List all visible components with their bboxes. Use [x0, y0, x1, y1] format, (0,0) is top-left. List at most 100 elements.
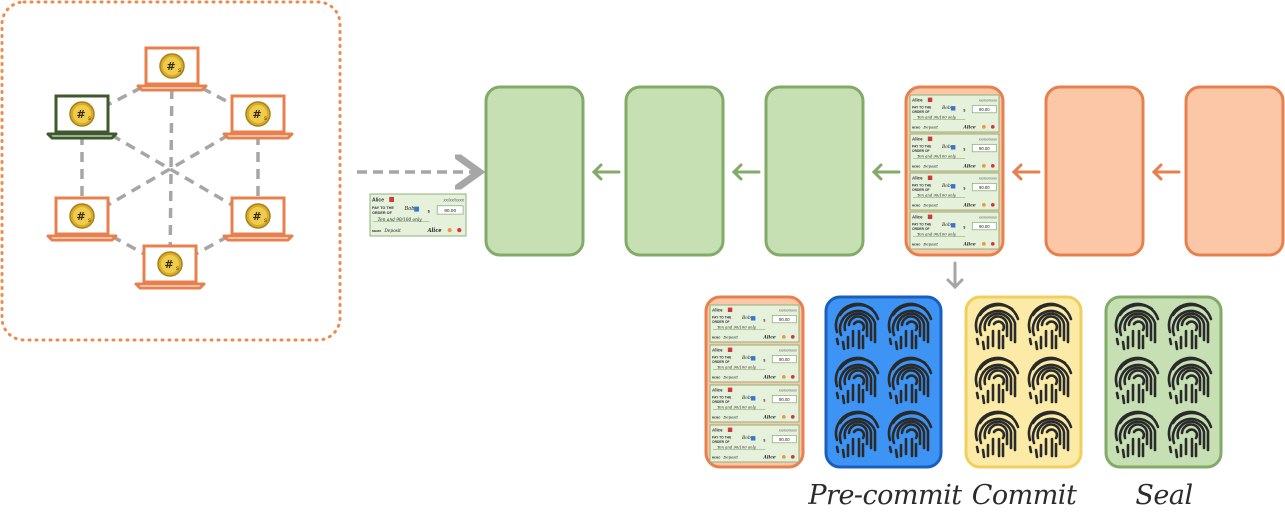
check-signature: Alice: [962, 203, 976, 208]
key-icon: [782, 454, 786, 459]
check-memo-label: MEMO: [712, 335, 720, 339]
check-memo: Deposit: [922, 164, 938, 168]
block-pending-2: [1184, 85, 1285, 257]
block-sealed-2: [624, 85, 725, 257]
check-payto-1: PAY TO THE: [912, 105, 932, 109]
check-payto-1: PAY TO THE: [712, 315, 732, 319]
check-signature: Alice: [762, 455, 776, 460]
check-memo: Deposit: [922, 242, 938, 246]
lock-icon: [927, 214, 933, 220]
check-date: xx/xx/xxxx: [978, 176, 998, 181]
lock-icon: [950, 106, 956, 111]
check-amount: 90.00: [979, 107, 990, 112]
coin-symbol: #: [252, 210, 261, 223]
check-memo-label: MEMO: [372, 229, 382, 233]
check-payer: Alice: [712, 428, 723, 433]
apple-icon: [990, 202, 995, 207]
check-amount-words: Ten and 90/100 only: [717, 406, 757, 410]
apple-icon: [790, 454, 795, 459]
check-payee: Bob: [941, 145, 951, 150]
lock-icon: [950, 145, 956, 150]
check-signature: Alice: [427, 228, 442, 234]
check-memo: Deposit: [722, 455, 738, 459]
check-amount: 90.00: [779, 357, 790, 362]
lock-icon: [750, 316, 756, 321]
lock-icon: [750, 436, 756, 441]
expand-down-arrow: [946, 261, 964, 290]
peer-laptop-top: #s: [136, 46, 208, 92]
check-memo: Deposit: [922, 203, 938, 207]
check-payto-2: ORDER OF: [912, 227, 930, 231]
check-date: xx/xx/xxxx: [978, 98, 998, 103]
lock-icon: [727, 427, 733, 433]
lock-icon: [389, 196, 394, 202]
check-memo: Deposit: [722, 415, 738, 419]
key-icon: [982, 124, 986, 129]
check-payto-2: ORDER OF: [712, 440, 730, 444]
check-payto-1: PAY TO THE: [912, 144, 932, 148]
check-memo: Deposit: [383, 229, 401, 234]
key-icon: [982, 202, 986, 207]
check-memo-label: MEMO: [912, 242, 920, 246]
check-amount: 90.00: [779, 437, 790, 442]
block-sealed-3: [764, 85, 865, 257]
check-currency: $: [763, 318, 765, 322]
check-currency: $: [428, 208, 431, 213]
check-signature: Alice: [962, 242, 976, 247]
key-icon: [982, 241, 986, 246]
apple-icon: [457, 228, 462, 233]
chain-arrow-orange-1: [1011, 163, 1041, 181]
check-amount: 90.00: [444, 208, 456, 214]
check-currency: $: [763, 398, 765, 402]
phase-label-commit: Commit: [971, 480, 1077, 511]
svg-text:s: s: [264, 116, 267, 122]
peer-laptop-bottom: #s: [134, 244, 206, 290]
lock-icon: [727, 347, 733, 353]
coin-symbol: #: [164, 258, 173, 271]
check-amount-words: Ten and 90/100 only: [717, 446, 757, 450]
check-payto-2: ORDER OF: [712, 400, 730, 404]
check-memo-label: MEMO: [712, 415, 720, 419]
apple-icon: [790, 414, 795, 419]
check-signature: Alice: [762, 335, 776, 340]
check-date: xx/xx/xxxx: [978, 137, 998, 142]
key-icon: [782, 334, 786, 339]
check-payee: Bob: [741, 436, 751, 441]
check-amount-words: Ten and 90/100 only: [717, 366, 757, 370]
check-date: xx/xx/xxxx: [778, 308, 798, 313]
check-amount-words: Ten and 90/100 only: [917, 155, 957, 159]
phase-label-seal: Seal: [1135, 480, 1193, 511]
check-date: xx/xx/xxxx: [778, 348, 798, 353]
check-amount-words: Ten and 90/100 only: [917, 194, 957, 198]
check-payer: Alice: [912, 98, 923, 103]
check-currency: $: [963, 147, 965, 151]
check-amount: 90.00: [979, 185, 990, 190]
check-payto-1: PAY TO THE: [712, 435, 732, 439]
check-payto-2: ORDER OF: [912, 110, 930, 114]
check-payee: Bob: [741, 356, 751, 361]
check-amount: 90.00: [979, 146, 990, 151]
key-icon: [982, 163, 986, 168]
check-currency: $: [763, 358, 765, 362]
check-memo-label: MEMO: [712, 455, 720, 459]
coin-symbol: #: [76, 210, 85, 223]
check-amount-words: Ten and 90/100 only: [917, 233, 957, 237]
check-payto-2: ORDER OF: [912, 188, 930, 192]
peer-laptop-lower-left: #s: [46, 196, 118, 242]
check-memo: Deposit: [922, 125, 938, 129]
check-currency: $: [963, 108, 965, 112]
phase-label-precommit: Pre-commit: [808, 480, 962, 511]
check-payee: Bob: [741, 316, 751, 321]
check-amount: 90.00: [979, 224, 990, 229]
check-payto-2: ORDER OF: [712, 360, 730, 364]
lock-icon: [927, 175, 933, 181]
svg-text:s: s: [176, 266, 179, 272]
lock-icon: [950, 184, 956, 189]
check-signature: Alice: [762, 415, 776, 420]
check-payer: Alice: [912, 137, 923, 142]
